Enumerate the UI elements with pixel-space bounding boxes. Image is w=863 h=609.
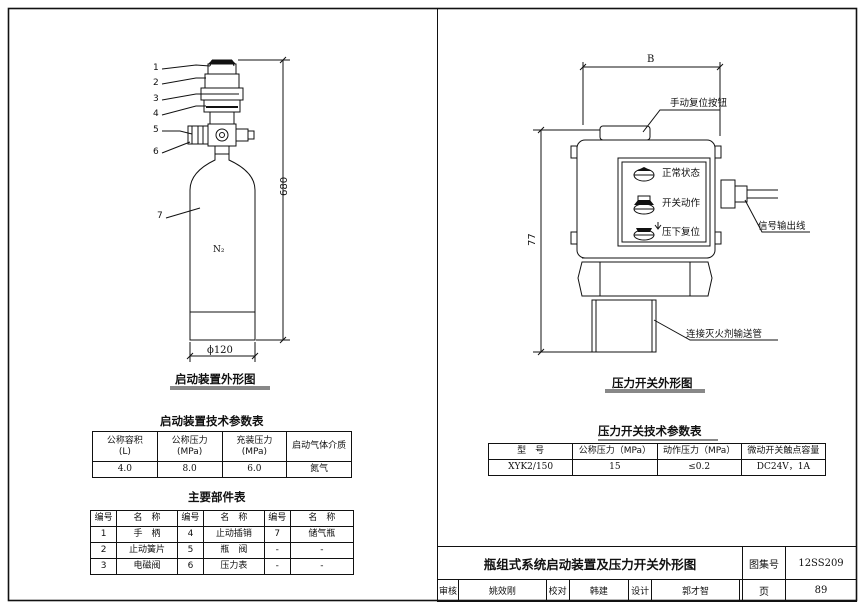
val-action-pressure: ≤0.2 — [656, 459, 742, 476]
parts-cell: 手 柄 — [116, 526, 178, 543]
dim-height-680: 680 — [279, 176, 290, 196]
parts-cell: 止动簧片 — [116, 542, 178, 559]
th-nominal-volume: 公称容积 (L) — [92, 431, 158, 462]
cylinder-drawing — [161, 56, 290, 362]
design-name: 郭才智 — [651, 579, 740, 602]
dim-width-b: B — [647, 54, 655, 65]
label-pipe: 连接灭火剂输送管 — [686, 329, 763, 340]
callout-6: 6 — [153, 147, 159, 157]
parts-cell: - — [263, 542, 291, 559]
th-contact-capacity: 微动开关触点容量 — [740, 443, 827, 460]
parts-th-name-2: 名 称 — [203, 510, 265, 527]
th-action-pressure: 动作压力（MPa） — [656, 443, 742, 460]
startup-params-table: 公称容积 (L) 公称压力 (MPa) 充装压力 (MPa) 启动气体介质 4.… — [92, 431, 352, 478]
table-row: 2 止动簧片 5 瓶 阀 - - — [89, 542, 355, 559]
parts-cell: 压力表 — [203, 558, 265, 575]
parts-cell: 6 — [176, 558, 205, 575]
parts-th-name-3: 名 称 — [289, 510, 355, 527]
main-title: 瓶组式系统启动装置及压力开关外形图 — [437, 546, 743, 580]
parts-cell: 1 — [89, 526, 118, 543]
title-block: 瓶组式系统启动装置及压力开关外形图 图集号 12SS209 审核 姚效刚 校对 … — [437, 546, 857, 602]
callout-2: 2 — [153, 78, 159, 88]
parts-th-no-2: 编号 — [176, 510, 205, 527]
th-gas-medium: 启动气体介质 — [286, 431, 352, 462]
val-fill-pressure: 6.0 — [221, 461, 288, 478]
th-nominal-pressure: 公称压力 (MPa) — [156, 431, 223, 462]
dim-diameter: ϕ120 — [207, 345, 233, 356]
parts-cell: - — [263, 558, 291, 575]
parts-table: 编号 名 称 编号 名 称 编号 名 称 1 手 柄 4 止动插销 7 储气瓶 … — [89, 510, 355, 575]
callout-1: 1 — [153, 63, 159, 73]
left-params-title: 启动装置技术参数表 — [160, 414, 264, 428]
callout-5: 5 — [153, 125, 159, 135]
review-name: 姚效刚 — [458, 579, 547, 602]
parts-title: 主要部件表 — [188, 490, 246, 504]
switch-params-table: 型 号 公称压力（MPa） 动作压力（MPa） 微动开关触点容量 XYK2/15… — [487, 443, 827, 476]
label-signal-wire: 信号输出线 — [758, 221, 806, 232]
review-label: 审核 — [437, 579, 459, 602]
parts-cell: 7 — [263, 526, 291, 543]
pressure-switch-drawing — [533, 62, 810, 356]
right-figure-title: 压力开关外形图 — [612, 376, 693, 390]
parts-cell: 储气瓶 — [289, 526, 355, 543]
callout-4: 4 — [153, 109, 159, 119]
parts-th-no-1: 编号 — [89, 510, 118, 527]
th-nominal-pressure-sw: 公称压力（MPa） — [572, 443, 658, 460]
th-fill-pressure: 充装压力 (MPa) — [221, 431, 288, 462]
design-label: 设计 — [628, 579, 653, 602]
parts-cell: 5 — [176, 542, 205, 559]
parts-cell: - — [289, 558, 355, 575]
parts-cell: 电磁阀 — [116, 558, 178, 575]
parts-th-name-1: 名 称 — [116, 510, 178, 527]
parts-cell: 止动插销 — [203, 526, 265, 543]
val-gas-medium: 氮气 — [286, 461, 352, 478]
atlas-label: 图集号 — [742, 546, 786, 580]
parts-cell: 瓶 阀 — [203, 542, 265, 559]
th-model: 型 号 — [487, 443, 574, 460]
parts-cell: 3 — [89, 558, 118, 575]
callout-7: 7 — [157, 211, 163, 221]
gas-label: N₂ — [213, 245, 225, 255]
state-reset: 压下复位 — [662, 227, 701, 238]
page-label: 页 — [742, 579, 786, 602]
val-model: XYK2/150 — [487, 459, 574, 476]
signature-space — [738, 579, 744, 602]
parts-cell: - — [289, 542, 355, 559]
parts-cell: 4 — [176, 526, 205, 543]
table-row: 1 手 柄 4 止动插销 7 储气瓶 — [89, 526, 355, 543]
table-row: 3 电磁阀 6 压力表 - - — [89, 558, 355, 575]
check-label: 校对 — [545, 579, 570, 602]
callout-3: 3 — [153, 94, 159, 104]
right-params-title: 压力开关技术参数表 — [598, 424, 702, 438]
parts-cell: 2 — [89, 542, 118, 559]
page-no: 89 — [785, 579, 857, 602]
check-name: 韩建 — [568, 579, 630, 602]
atlas-no: 12SS209 — [785, 546, 857, 580]
val-nominal-pressure: 8.0 — [156, 461, 223, 478]
dim-height-77: 77 — [527, 233, 538, 246]
state-action: 开关动作 — [662, 198, 701, 209]
val-contact-capacity: DC24V，1A — [740, 459, 827, 476]
left-figure-title: 启动装置外形图 — [175, 372, 256, 386]
label-reset-button: 手动复位按钮 — [670, 98, 728, 109]
val-nominal-pressure-sw: 15 — [572, 459, 658, 476]
val-nominal-volume: 4.0 — [92, 461, 158, 478]
parts-th-no-3: 编号 — [263, 510, 291, 527]
state-normal: 正常状态 — [662, 168, 701, 179]
